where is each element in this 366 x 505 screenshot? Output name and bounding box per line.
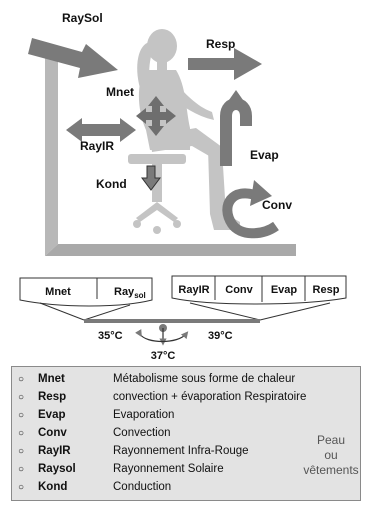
kond-label: Kond [96, 177, 127, 191]
balance-rayir: RayIR [178, 284, 209, 296]
evap-curved-arrow [222, 90, 250, 166]
legend-code: Conv [38, 425, 67, 442]
mnet-label: Mnet [106, 85, 134, 99]
legend-code: Mnet [38, 371, 65, 388]
rayir-label: RayIR [80, 139, 114, 153]
bullet-circle-icon: ○ [18, 479, 24, 496]
legend-desc: Evaporation [113, 407, 174, 424]
note-line-3: vêtements [296, 463, 366, 478]
bullet-circle-icon: ○ [18, 407, 24, 424]
legend-desc: convection + évaporation Respiratoire [113, 389, 306, 406]
balance-evap: Evap [271, 284, 298, 296]
bullet-circle-icon: ○ [18, 389, 24, 406]
legend-code: RayIR [38, 443, 71, 460]
legend-code: Resp [38, 389, 66, 406]
balance-beam [40, 303, 330, 342]
temp-mid: 37°C [151, 350, 176, 362]
temp-low: 35°C [98, 330, 123, 342]
legend-code: Raysol [38, 461, 76, 478]
balance-resp: Resp [313, 284, 340, 296]
bullet-circle-icon: ○ [18, 371, 24, 388]
resp-label: Resp [206, 37, 235, 51]
legend-desc: Métabolisme sous forme de chaleur [113, 371, 295, 388]
legend-code: Evap [38, 407, 66, 424]
conv-label: Conv [262, 198, 292, 212]
legend-desc: Rayonnement Solaire [113, 461, 224, 478]
note-line-2: ou [296, 448, 366, 463]
balance-conv: Conv [225, 284, 253, 296]
legend-desc: Convection [113, 425, 171, 442]
temp-high: 39°C [208, 330, 233, 342]
bullet-circle-icon: ○ [18, 443, 24, 460]
balance-ray-sub: sol [134, 291, 146, 300]
legend-desc: Rayonnement Infra-Rouge [113, 443, 249, 460]
legend-desc: Conduction [113, 479, 171, 496]
evap-label: Evap [250, 148, 279, 162]
balance-mnet: Mnet [45, 286, 71, 298]
bullet-circle-icon: ○ [18, 461, 24, 478]
raysol-arrow [28, 38, 118, 78]
raysol-label: RaySol [62, 11, 103, 25]
resp-arrow [188, 48, 262, 80]
balance-ray-main: Ray [114, 286, 135, 298]
note-line-1: Peau [296, 433, 366, 448]
legend-code: Kond [38, 479, 67, 496]
bullet-circle-icon: ○ [18, 425, 24, 442]
legend-box: ○ Mnet Métabolisme sous forme de chaleur… [11, 366, 361, 501]
skin-or-clothing-note: Peau ou vêtements [296, 433, 366, 478]
